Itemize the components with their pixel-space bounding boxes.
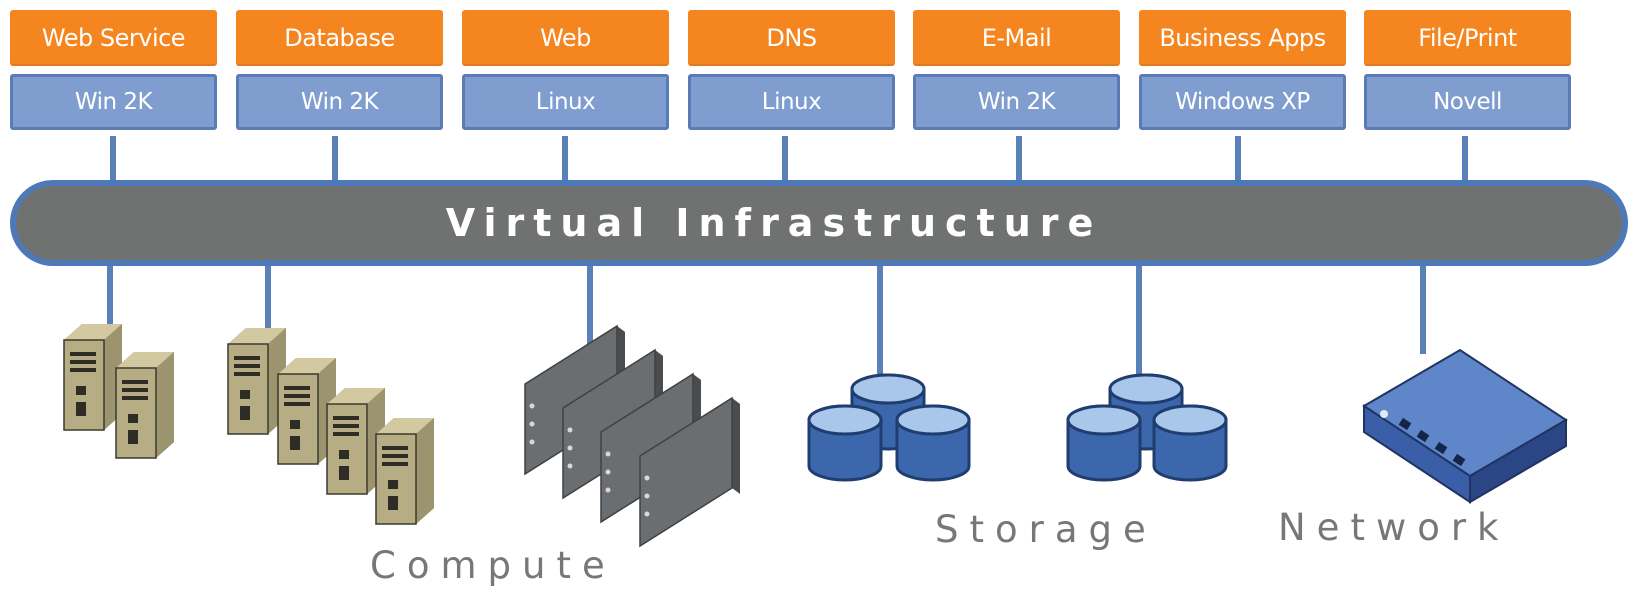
app-box: Business Apps <box>1139 10 1346 66</box>
storage-icon <box>807 373 971 482</box>
connector-line <box>1462 136 1468 184</box>
os-box: Win 2K <box>913 74 1120 130</box>
app-box: E-Mail <box>913 10 1120 66</box>
storage-icon <box>1066 373 1228 482</box>
connector-line <box>265 262 271 336</box>
stack-dns: DNS Linux <box>688 10 895 130</box>
compute-label: Compute <box>370 544 616 587</box>
network-switch-icon <box>1362 348 1568 504</box>
stack-business-apps: Business Apps Windows XP <box>1139 10 1346 130</box>
connector-line <box>1016 136 1022 184</box>
stack-web-service: Web Service Win 2K <box>10 10 217 130</box>
app-box: Web Service <box>10 10 217 66</box>
connector-line <box>587 262 593 346</box>
connector-line <box>332 136 338 184</box>
connector-line <box>877 262 883 382</box>
connector-line <box>110 136 116 184</box>
server-tower-icon <box>227 327 435 525</box>
os-box: Linux <box>688 74 895 130</box>
connector-line <box>562 136 568 184</box>
app-box: File/Print <box>1364 10 1571 66</box>
storage-label: Storage <box>935 508 1157 551</box>
network-label: Network <box>1278 506 1510 549</box>
os-box: Linux <box>462 74 669 130</box>
blade-server-icon <box>524 325 741 547</box>
os-box: Win 2K <box>10 74 217 130</box>
bus-label: Virtual Infrastructure <box>445 201 1103 245</box>
stack-web: Web Linux <box>462 10 669 130</box>
connector-line <box>1136 262 1142 382</box>
virtual-infrastructure-bus: Virtual Infrastructure <box>10 180 1628 266</box>
server-tower-icon <box>63 323 175 459</box>
connector-line <box>1420 262 1426 354</box>
stack-email: E-Mail Win 2K <box>913 10 1120 130</box>
app-box: Web <box>462 10 669 66</box>
os-box: Novell <box>1364 74 1571 130</box>
connector-line <box>782 136 788 184</box>
os-box: Windows XP <box>1139 74 1346 130</box>
app-box: Database <box>236 10 443 66</box>
stack-database: Database Win 2K <box>236 10 443 130</box>
app-box: DNS <box>688 10 895 66</box>
connector-line <box>1235 136 1241 184</box>
stack-file-print: File/Print Novell <box>1364 10 1571 130</box>
connector-line <box>107 262 113 326</box>
os-box: Win 2K <box>236 74 443 130</box>
